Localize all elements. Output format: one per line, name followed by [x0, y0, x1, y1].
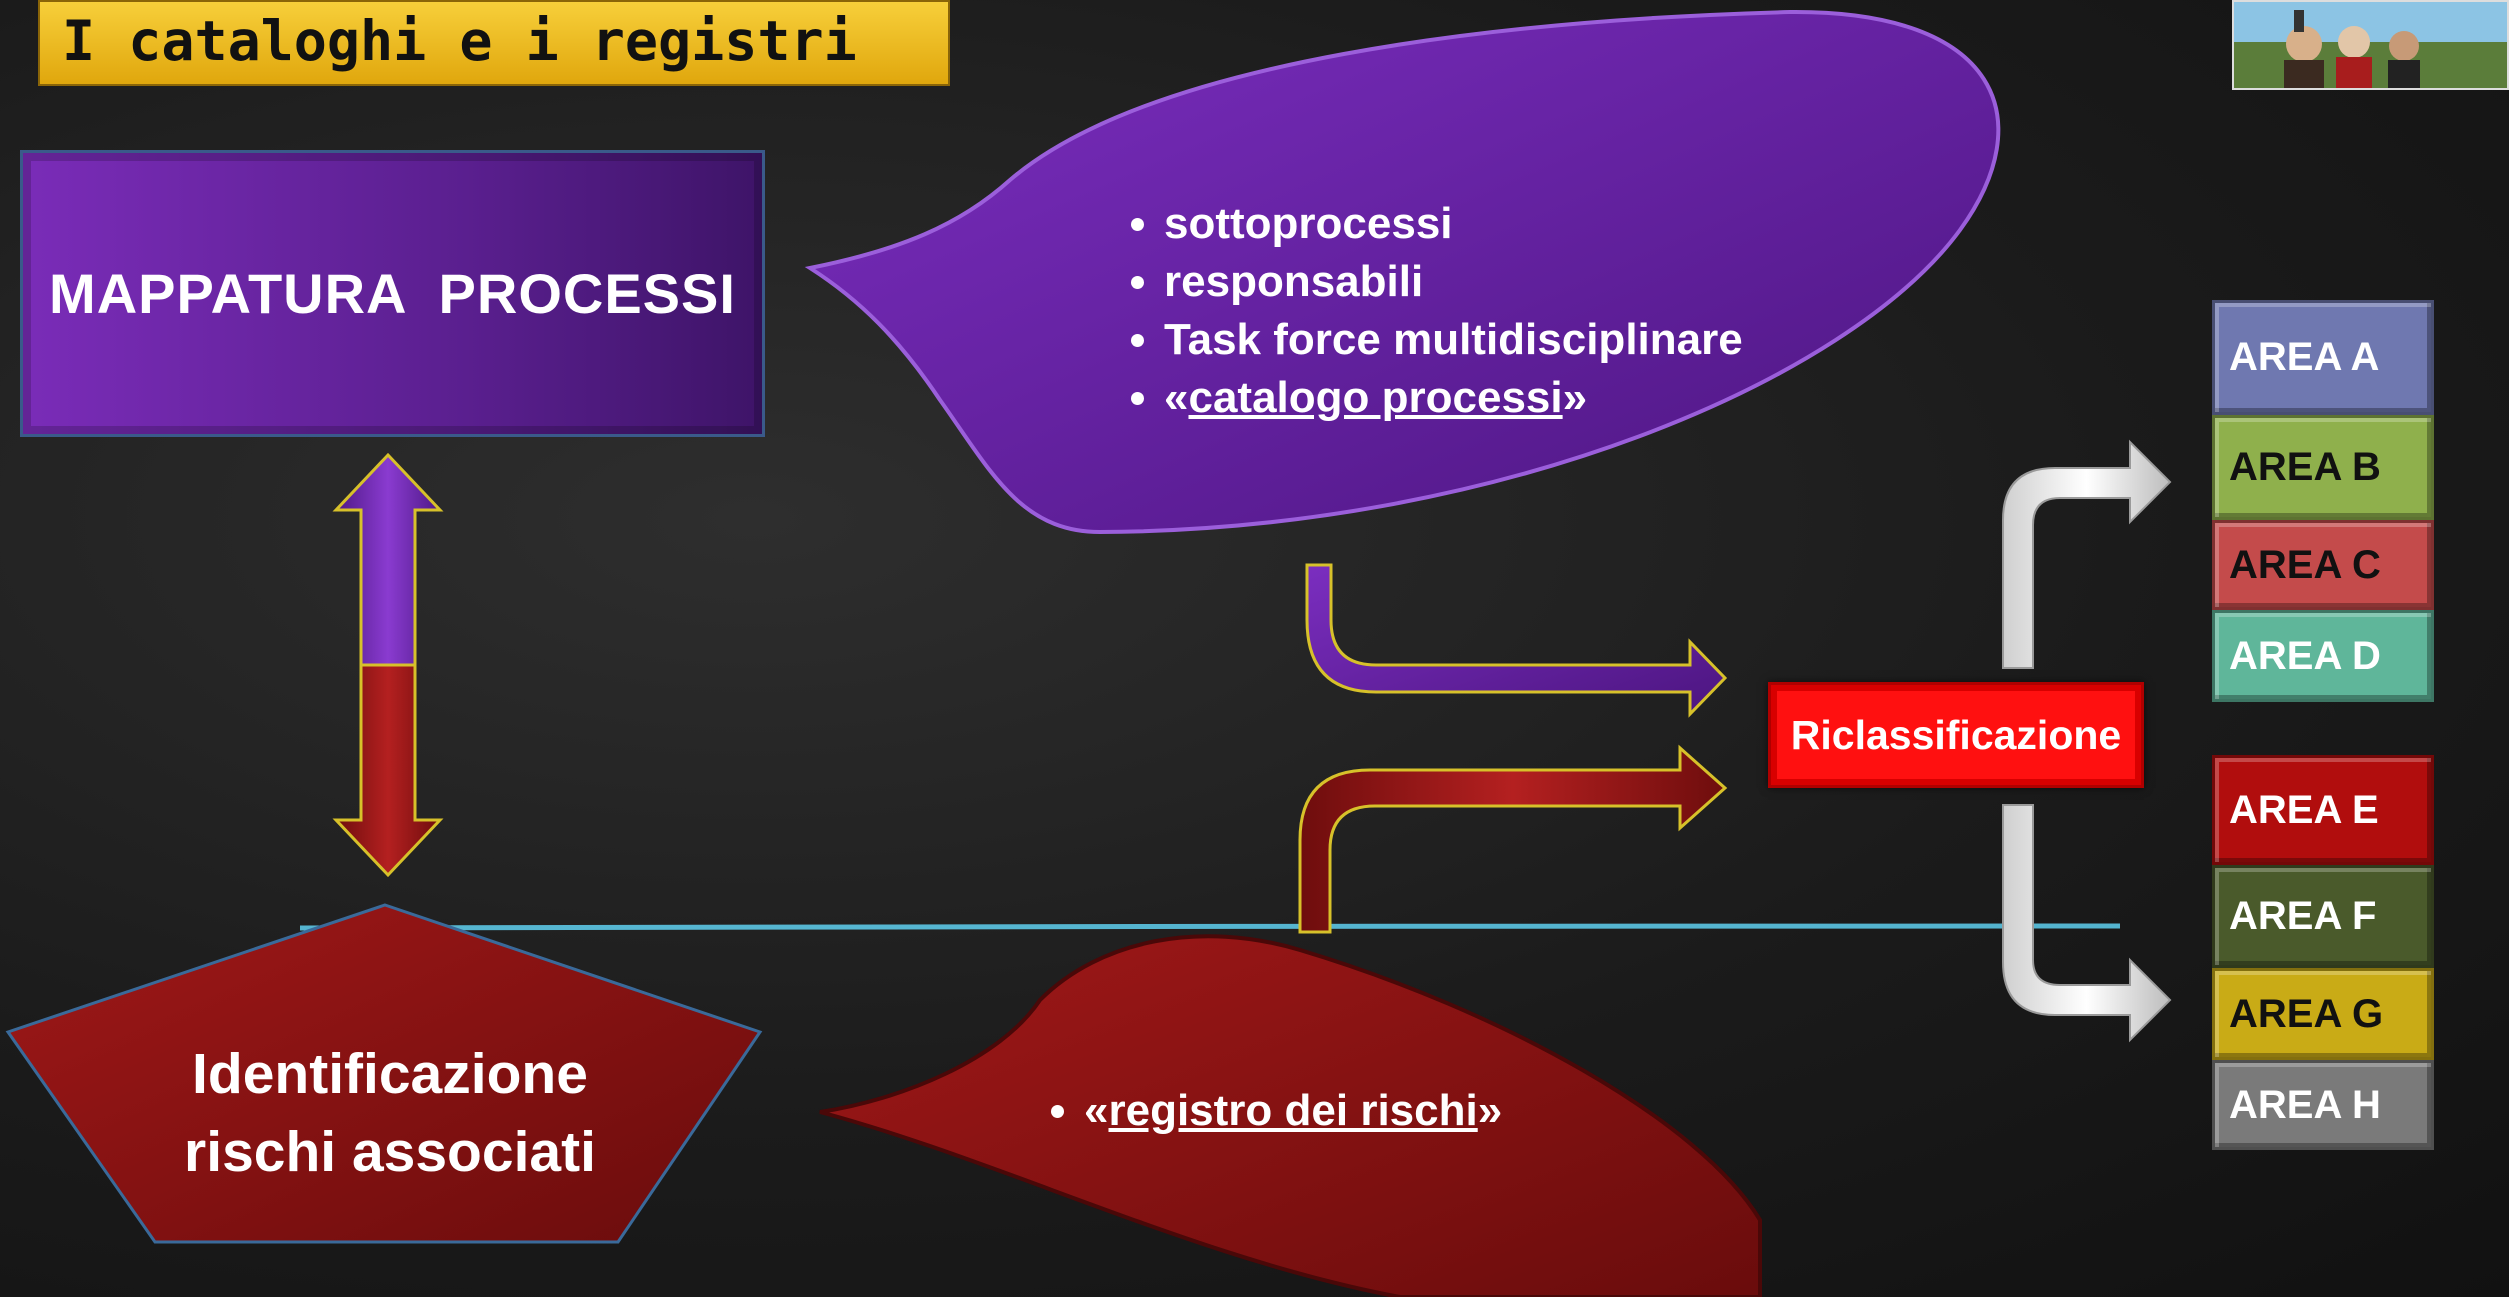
red-bubble-list: «registro dei rischi»: [1040, 1082, 1502, 1140]
identificazione-label: Identificazione rischi associati: [100, 1035, 680, 1191]
registro-rischi-link[interactable]: registro dei rischi: [1108, 1086, 1478, 1135]
area-h: AREA H: [2212, 1060, 2434, 1150]
white-arrow-down: [2002, 804, 2172, 1043]
list-item: responsabili: [1164, 253, 1743, 311]
area-d: AREA D: [2212, 610, 2434, 702]
area-e: AREA E: [2212, 755, 2434, 865]
catalogo-processi-link[interactable]: catalogo processi: [1188, 373, 1563, 422]
people-photo-icon: [2234, 2, 2507, 88]
area-a: AREA A: [2212, 300, 2434, 415]
red-speech-bubble: [819, 934, 1762, 1297]
double-arrow-up: [332, 452, 444, 667]
list-item: Task force multidisciplinare: [1164, 311, 1743, 369]
riclassificazione-box: Riclassificazione: [1768, 682, 2144, 788]
area-f: AREA F: [2212, 865, 2434, 968]
quote-open: «: [1164, 373, 1189, 422]
cyan-divider-line: [299, 923, 2121, 931]
area-b: AREA B: [2212, 415, 2434, 520]
white-arrow-up: [2002, 439, 2172, 669]
identificazione-pentagon: [5, 903, 763, 1244]
area-label: AREA A: [2229, 335, 2380, 379]
double-arrow-down: [332, 663, 444, 878]
bent-red-arrow: [1298, 744, 1728, 934]
corner-photo: [2232, 0, 2509, 90]
list-item: sottoprocessi: [1164, 195, 1743, 253]
area-label: AREA D: [2229, 633, 2381, 678]
mappatura-processi-box: MAPPATURA PROCESSI: [20, 150, 765, 437]
list-item: «registro dei rischi»: [1084, 1082, 1502, 1140]
area-label: AREA B: [2229, 445, 2381, 489]
area-label: AREA H: [2229, 1082, 2381, 1127]
area-c: AREA C: [2212, 520, 2434, 610]
area-label: AREA G: [2229, 991, 2384, 1036]
purple-speech-bubble: [804, 9, 2001, 535]
purple-bubble-list: sottoprocessi responsabili Task force mu…: [1120, 195, 1743, 427]
area-g: AREA G: [2212, 968, 2434, 1060]
area-label: AREA E: [2229, 787, 2379, 832]
area-label: AREA F: [2229, 894, 2377, 938]
list-item: «catalogo processi»: [1164, 369, 1743, 427]
bent-purple-arrow: [1305, 563, 1728, 718]
quote-open: «: [1084, 1086, 1109, 1135]
identificazione-line1: Identificazione: [192, 1042, 588, 1106]
identificazione-line2: rischi associati: [184, 1120, 596, 1184]
quote-close: »: [1562, 373, 1588, 422]
quote-close: »: [1477, 1086, 1503, 1135]
area-label: AREA C: [2229, 542, 2381, 587]
page-title: I cataloghi e i registri: [38, 0, 950, 86]
